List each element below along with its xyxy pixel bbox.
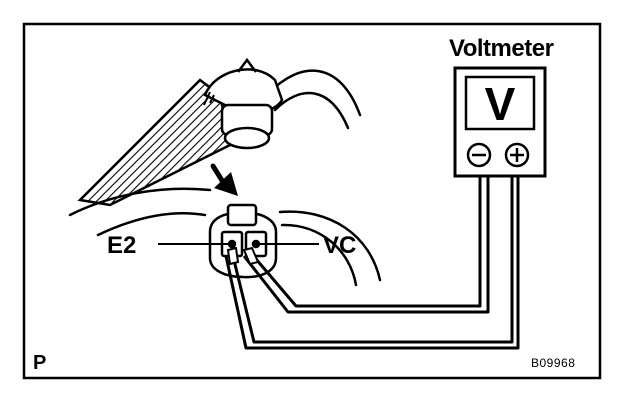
voltmeter-display-symbol: V — [485, 78, 516, 130]
direction-arrow — [210, 163, 238, 196]
sensor-body — [77, 78, 232, 207]
terminal-label-e2: E2 — [107, 232, 137, 259]
plus-circle-icon — [504, 142, 530, 168]
positive-test-lead — [248, 176, 482, 308]
corner-marker: P — [33, 352, 47, 374]
terminal-label-vc: VC — [323, 232, 357, 259]
test-leads — [224, 176, 520, 350]
voltmeter-display — [464, 75, 536, 131]
voltmeter: V — [453, 66, 547, 178]
probe-tips — [226, 246, 260, 266]
sensor-head — [203, 57, 284, 150]
harness-connector — [208, 203, 278, 279]
figure-code: B09968 — [531, 356, 576, 370]
negative-test-lead — [230, 176, 514, 344]
minus-circle-icon — [466, 142, 492, 168]
figure-border — [22, 22, 602, 380]
voltmeter-title: Voltmeter — [449, 35, 554, 62]
